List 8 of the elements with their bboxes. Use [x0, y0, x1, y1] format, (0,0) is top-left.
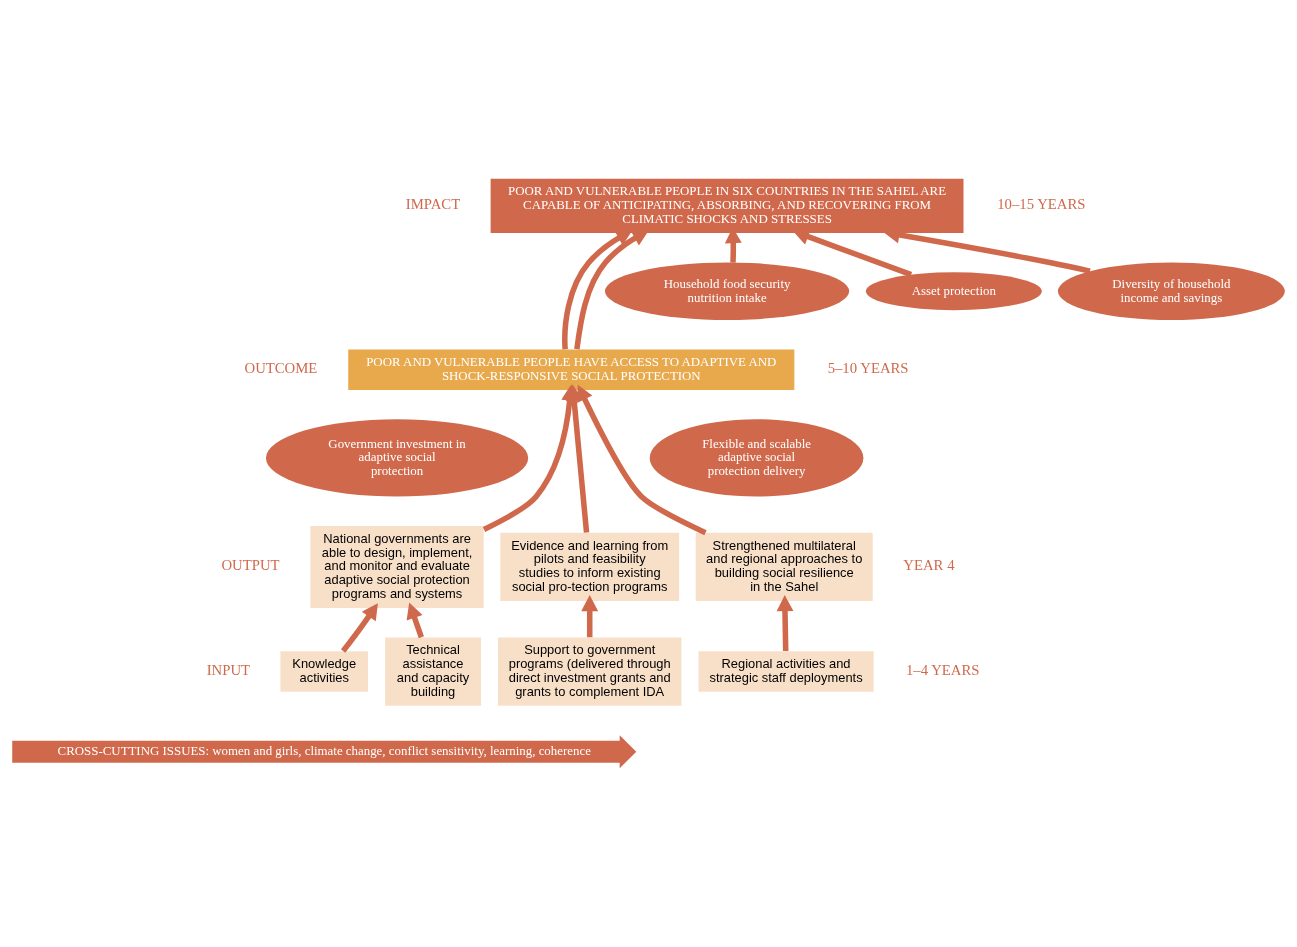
- label: IMPACT: [405, 196, 461, 213]
- label: 5–10 YEARS: [827, 360, 909, 377]
- label: OUTPUT: [221, 557, 280, 574]
- label: 1–4 YEARS: [905, 662, 980, 679]
- label: INPUT: [206, 662, 251, 679]
- label: YEAR 4: [903, 557, 955, 574]
- label: OUTCOME: [244, 360, 318, 377]
- label: 10–15 YEARS: [997, 196, 1086, 213]
